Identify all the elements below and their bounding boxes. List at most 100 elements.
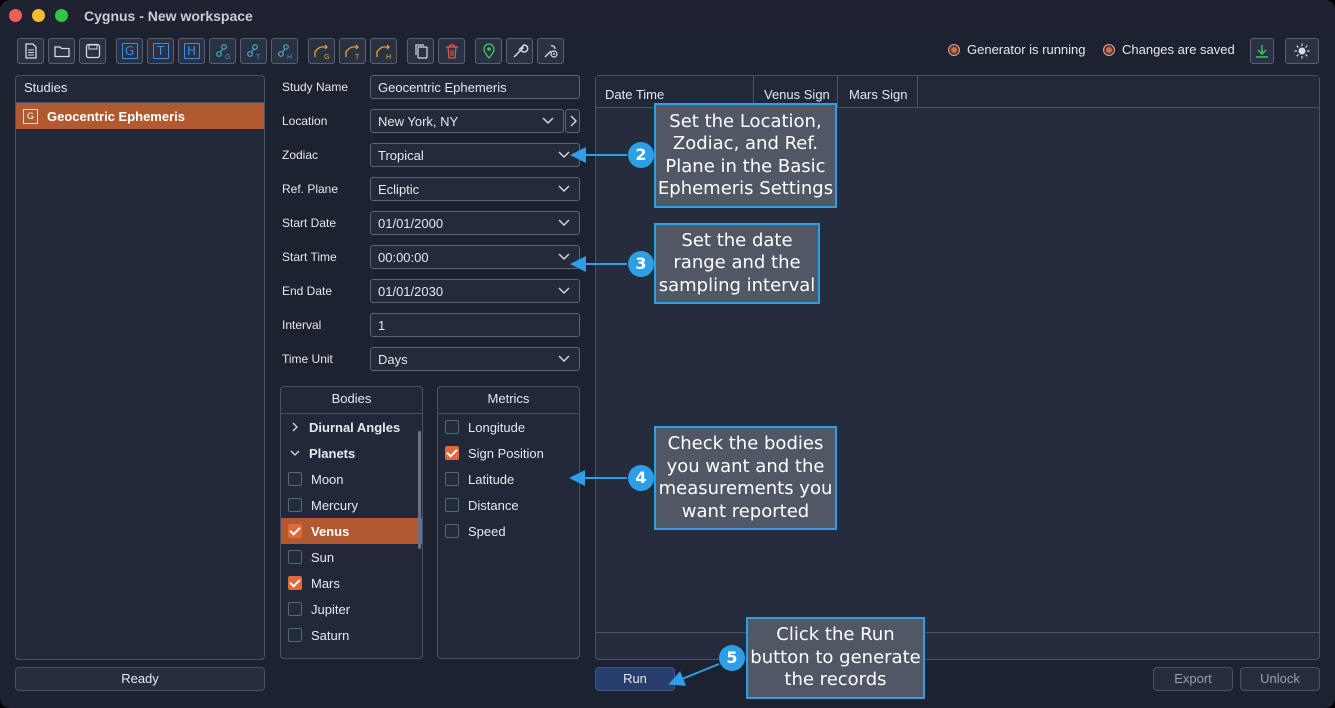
checkbox[interactable] [445,524,459,538]
heliocentric-button[interactable]: H [178,38,205,64]
start-date-label: Start Date [282,216,337,230]
checkbox[interactable] [288,472,302,486]
metric-label: Speed [468,523,506,539]
theme-toggle-button[interactable] [1285,38,1319,64]
copy-button[interactable] [407,38,434,64]
save-icon [85,43,100,59]
time-unit-select[interactable]: Days [370,347,580,371]
ref-plane-label: Ref. Plane [282,182,339,196]
chevron-down-icon [290,450,300,456]
status-bar: Ready [15,667,265,691]
checkbox[interactable] [288,602,302,616]
studies-header: Studies [16,76,264,103]
body-item-jupiter[interactable]: Jupiter [281,596,422,622]
end-date-select[interactable]: 01/01/2030 [370,279,580,303]
metric-item-distance[interactable]: Distance [438,492,579,518]
column-header-date-time[interactable]: Date Time [596,76,754,107]
ref-plane-select[interactable]: Ecliptic [370,177,580,201]
start-date-value: 01/01/2000 [378,216,444,231]
group-label: Planets [309,445,356,461]
helio-graph-button[interactable]: H [271,38,298,64]
checkbox[interactable] [288,628,302,642]
svg-text:T: T [355,54,360,60]
metric-item-latitude[interactable]: Latitude [438,466,579,492]
study-name-input[interactable]: Geocentric Ephemeris [370,75,580,99]
start-time-select[interactable]: 00:00:00 [370,245,580,269]
close-window-button[interactable] [9,9,22,22]
topo-graph-button[interactable]: T [240,38,267,64]
column-header-mars-sign[interactable]: Mars Sign [838,76,918,107]
metric-label: Longitude [468,419,526,435]
results-footer-divider [596,632,1319,633]
bodies-header: Bodies [281,387,422,414]
settings-gear-icon [544,45,558,58]
location-select[interactable]: New York, NY [370,109,564,133]
body-item-saturn[interactable]: Saturn [281,622,422,648]
generator-status-dot [948,43,960,56]
metric-label: Distance [468,497,519,513]
metric-item-longitude[interactable]: Longitude [438,414,579,440]
changes-status-label: Changes are saved [1122,42,1235,57]
metric-label: Sign Position [468,445,544,461]
callout-5-badge: 5 [719,645,745,671]
export-button[interactable]: Export [1153,667,1233,691]
group-planets[interactable]: Planets [281,440,422,466]
body-item-mercury[interactable]: Mercury [281,492,422,518]
run-button[interactable]: Run [595,667,675,691]
new-file-button[interactable] [17,38,44,64]
location-pin-icon [482,43,495,59]
location-button[interactable] [475,38,502,64]
interval-input[interactable]: 1 [370,313,580,337]
generator-status: Generator is running [948,42,1086,57]
zodiac-label: Zodiac [282,148,319,162]
checkbox[interactable] [445,498,459,512]
body-item-venus[interactable]: Venus [281,518,422,544]
checkbox[interactable] [288,576,302,590]
study-item-geocentric-ephemeris[interactable]: G Geocentric Ephemeris [16,103,264,129]
checkbox[interactable] [445,446,459,460]
ref-plane-value: Ecliptic [378,182,420,197]
topo-chart-button[interactable]: T [339,38,366,64]
open-folder-icon [53,46,70,58]
save-button[interactable] [79,38,106,64]
body-item-moon[interactable]: Moon [281,466,422,492]
geo-graph-icon: G [215,44,230,60]
settings-button[interactable] [537,38,564,64]
bodies-scrollbar[interactable] [418,431,421,549]
checkbox[interactable] [288,524,302,538]
open-folder-button[interactable] [48,38,75,64]
column-header-venus-sign[interactable]: Venus Sign [754,76,838,107]
geo-chart-button[interactable]: G [308,38,335,64]
callout-5-text: Click the Run button to generate the rec… [750,624,921,691]
checkbox[interactable] [445,420,459,434]
checkbox[interactable] [288,550,302,564]
zodiac-select[interactable]: Tropical [370,143,580,167]
title-bar: Cygnus - New workspace [0,0,1335,32]
zoom-window-button[interactable] [55,9,68,22]
download-button[interactable] [1250,38,1274,64]
metric-label: Latitude [468,471,515,487]
zodiac-value: Tropical [378,148,424,163]
delete-button[interactable] [438,38,465,64]
group-diurnal-angles[interactable]: Diurnal Angles [281,414,422,440]
callout-4-text: Check the bodies you want and the measur… [658,433,833,522]
metric-item-speed[interactable]: Speed [438,518,579,544]
time-unit-value: Days [378,352,408,367]
start-date-select[interactable]: 01/01/2000 [370,211,580,235]
body-item-mars[interactable]: Mars [281,570,422,596]
callout-4-badge: 4 [628,465,654,491]
minimize-window-button[interactable] [32,9,45,22]
helio-chart-button[interactable]: H [370,38,397,64]
checkbox[interactable] [445,472,459,486]
geocentric-button[interactable]: G [116,38,143,64]
topocentric-button[interactable]: T [147,38,174,64]
metric-item-sign-position[interactable]: Sign Position [438,440,579,466]
tools-button[interactable] [506,38,533,64]
unlock-button[interactable]: Unlock [1240,667,1320,691]
checkbox[interactable] [288,498,302,512]
geocentric-study-icon: G [23,108,38,124]
body-item-sun[interactable]: Sun [281,544,422,570]
callout-5-arrow [668,663,720,686]
geo-graph-button[interactable]: G [209,38,236,64]
location-expand-button[interactable] [565,109,580,133]
